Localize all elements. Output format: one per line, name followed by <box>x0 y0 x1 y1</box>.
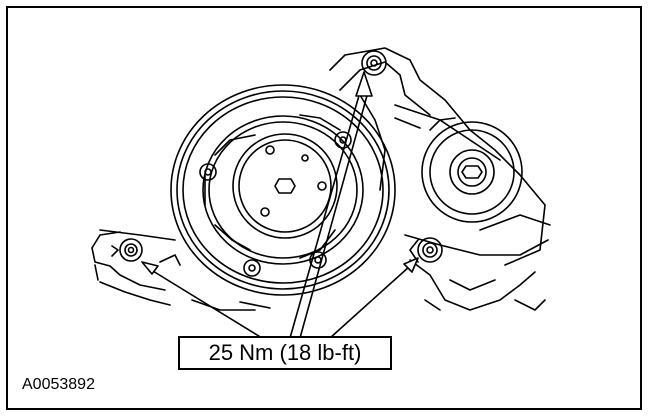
callout-leader-arrows <box>141 71 419 339</box>
main-pulley <box>170 84 396 296</box>
torque-callout-label: 25 Nm (18 lb-ft) <box>178 336 392 370</box>
bracket-outline <box>91 47 551 311</box>
left-mounting-bolt <box>111 238 143 262</box>
figure-id-label: A0053892 <box>22 376 95 393</box>
pulley-hub <box>232 133 338 239</box>
right-mounting-bolt <box>409 237 443 263</box>
idler-pulley <box>421 117 523 223</box>
upper-mounting-bolt <box>361 50 387 76</box>
